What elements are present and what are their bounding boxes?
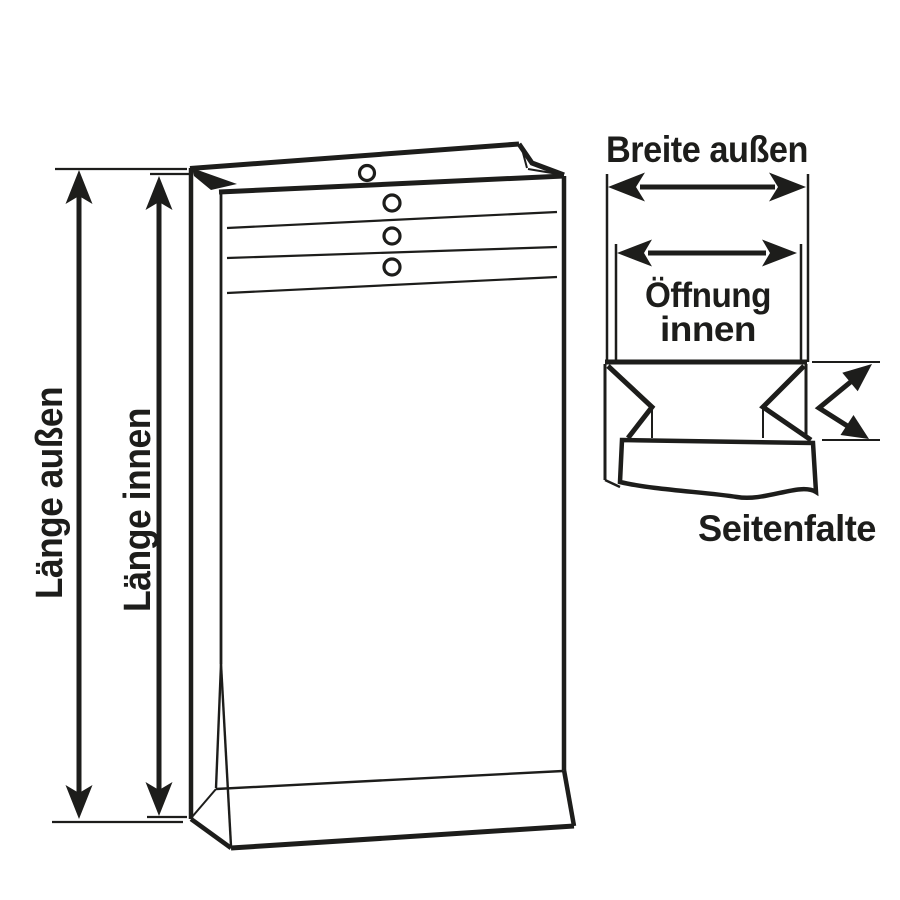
bag-bottom-fold-line <box>215 769 564 791</box>
outer-length-label: Länge außen <box>29 387 71 599</box>
bag-right-edge-bottom-flare <box>561 769 577 827</box>
outer-width-arrowhead-left <box>608 172 645 202</box>
inner-length-label: Länge innen <box>117 408 159 612</box>
gusset-right-fold <box>759 364 813 443</box>
bag-top-left-ear-fold <box>192 168 237 190</box>
inner-opening-label-line2: innen <box>660 310 756 349</box>
gusset-front-band <box>617 437 819 501</box>
outer-width-arrowhead-right <box>769 172 806 202</box>
gusset-angle-arrow-shafts <box>814 378 855 430</box>
gusset-left-flap-hook <box>604 478 621 489</box>
inner-length-arrowhead-up <box>145 176 173 210</box>
bag-front-fold-line-2 <box>226 245 558 260</box>
gusset-angle-arrowhead-down <box>840 415 869 439</box>
inner-length-measure: Länge innen <box>117 172 189 819</box>
side-gusset-figure: Seitenfalte <box>603 359 880 549</box>
inner-opening-measure: Öffnung innen <box>614 239 803 362</box>
bag-top-right-fold-inner-line <box>521 148 528 169</box>
gusset-angle-arrowhead-up <box>842 364 872 392</box>
bag-bottom-left-corner-edge <box>189 817 233 850</box>
bag-hanging-hole-back <box>357 163 377 183</box>
bag-top-right-fold-inner-diagonal <box>527 168 559 175</box>
paper-bag-figure <box>188 141 577 851</box>
gusset-left-fold <box>606 364 656 440</box>
inner-opening-arrowhead-left <box>617 239 652 267</box>
outer-width-label: Breite außen <box>606 129 808 170</box>
bag-front-fold-line-1 <box>226 210 558 230</box>
bag-front-fold-line-3 <box>226 275 558 295</box>
bag-hole-1 <box>382 193 402 213</box>
bag-front-top-edge <box>218 173 565 195</box>
outer-length-measure: Länge außen <box>29 167 187 824</box>
outer-length-arrowhead-down <box>65 785 93 819</box>
bag-left-gusset-crease-fork-b <box>219 663 233 847</box>
bag-back-top-edge <box>189 141 520 171</box>
bag-hole-3 <box>382 257 402 277</box>
inner-length-arrowhead-down <box>145 782 173 816</box>
bag-bottom-left-fold-diagonal <box>191 788 217 818</box>
bag-left-gusset-crease-fork-a <box>214 663 223 789</box>
inner-opening-label-line1: Öffnung <box>645 276 771 315</box>
side-gusset-label: Seitenfalte <box>698 508 876 549</box>
bag-bottom-edge <box>230 823 575 851</box>
outer-length-arrowhead-up <box>65 170 93 204</box>
inner-opening-arrowhead-right <box>762 239 797 267</box>
bag-hole-2 <box>382 226 402 246</box>
outer-width-measure: Breite außen <box>605 129 810 362</box>
